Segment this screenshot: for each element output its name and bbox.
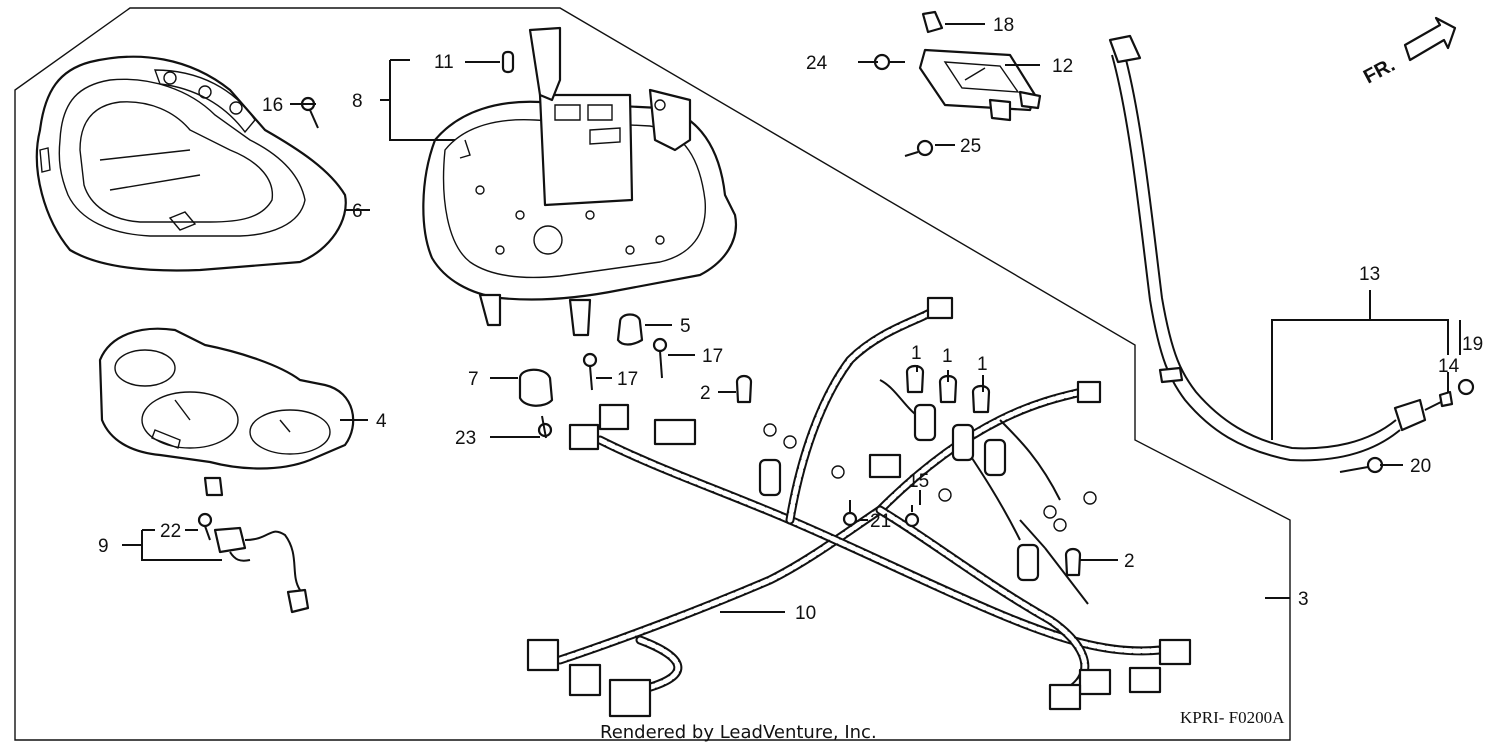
screw-23 [537,415,553,439]
callout-9: 9 [98,536,109,557]
callout-21: 21 [870,511,891,532]
callout-11: 11 [434,52,454,73]
assembly-boundary [14,7,1291,741]
washer-19 [1457,378,1475,396]
screw-21 [842,500,858,527]
callout-20: 20 [1410,456,1431,477]
callout-15: 15 [908,471,929,492]
bulb-2a [735,374,753,404]
render-credit: Rendered by LeadVenture, Inc. [600,722,877,743]
bulb-1a [905,364,925,394]
callout-5: 5 [680,316,691,337]
indicator-unit [918,48,1042,122]
bulb-1c [971,384,991,414]
screw-24 [873,53,905,71]
meter-panel [98,327,355,497]
screw-17-left [582,352,598,391]
callout-1-right: 1 [977,354,988,375]
gear-14 [1424,390,1454,411]
callout-24: 24 [806,53,828,74]
front-direction-indicator: FR. [1360,16,1457,89]
meter-upper-case [35,55,347,272]
callout-25: 25 [960,136,981,157]
clip-11 [501,50,515,74]
screw-16 [300,96,319,129]
callout-10: 10 [795,603,816,624]
leader-lines [122,23,1461,613]
diagram-code: KPRI- F0200A [1180,708,1285,727]
callout-12: 12 [1052,56,1073,77]
direction-label: FR. [1360,54,1399,89]
callout-3: 3 [1298,589,1309,610]
clamp-7 [518,368,554,407]
bulb-2b [1064,547,1082,577]
callout-7: 7 [468,369,479,390]
callout-17-left: 17 [617,369,638,390]
wire-harness [526,296,1192,718]
callout-13: 13 [1359,264,1380,285]
clip-18 [921,10,944,34]
callout-4: 4 [376,411,387,432]
screw-15 [904,505,920,528]
callout-2-lower: 2 [1124,551,1135,572]
callout-8: 8 [352,91,363,112]
screw-22 [197,512,213,541]
screw-20 [1339,456,1384,474]
screw-25 [904,139,934,157]
speedometer-cable [1108,34,1427,462]
callout-22: 22 [160,521,181,542]
callout-6: 6 [352,201,363,222]
callout-18: 18 [993,15,1014,36]
screw-17-right [652,337,668,379]
callout-16: 16 [262,95,283,116]
callout-1-middle: 1 [942,346,953,367]
callout-14: 14 [1438,356,1460,377]
callout-2-upper: 2 [700,383,711,404]
callout-23: 23 [455,428,476,449]
bulb-1b [938,374,958,404]
light-socket-9 [213,526,310,614]
callout-19: 19 [1462,334,1483,355]
callout-1-left: 1 [911,343,922,364]
callout-17-right: 17 [702,346,723,367]
meter-lower-case [422,26,738,337]
grommet-5 [616,313,644,346]
